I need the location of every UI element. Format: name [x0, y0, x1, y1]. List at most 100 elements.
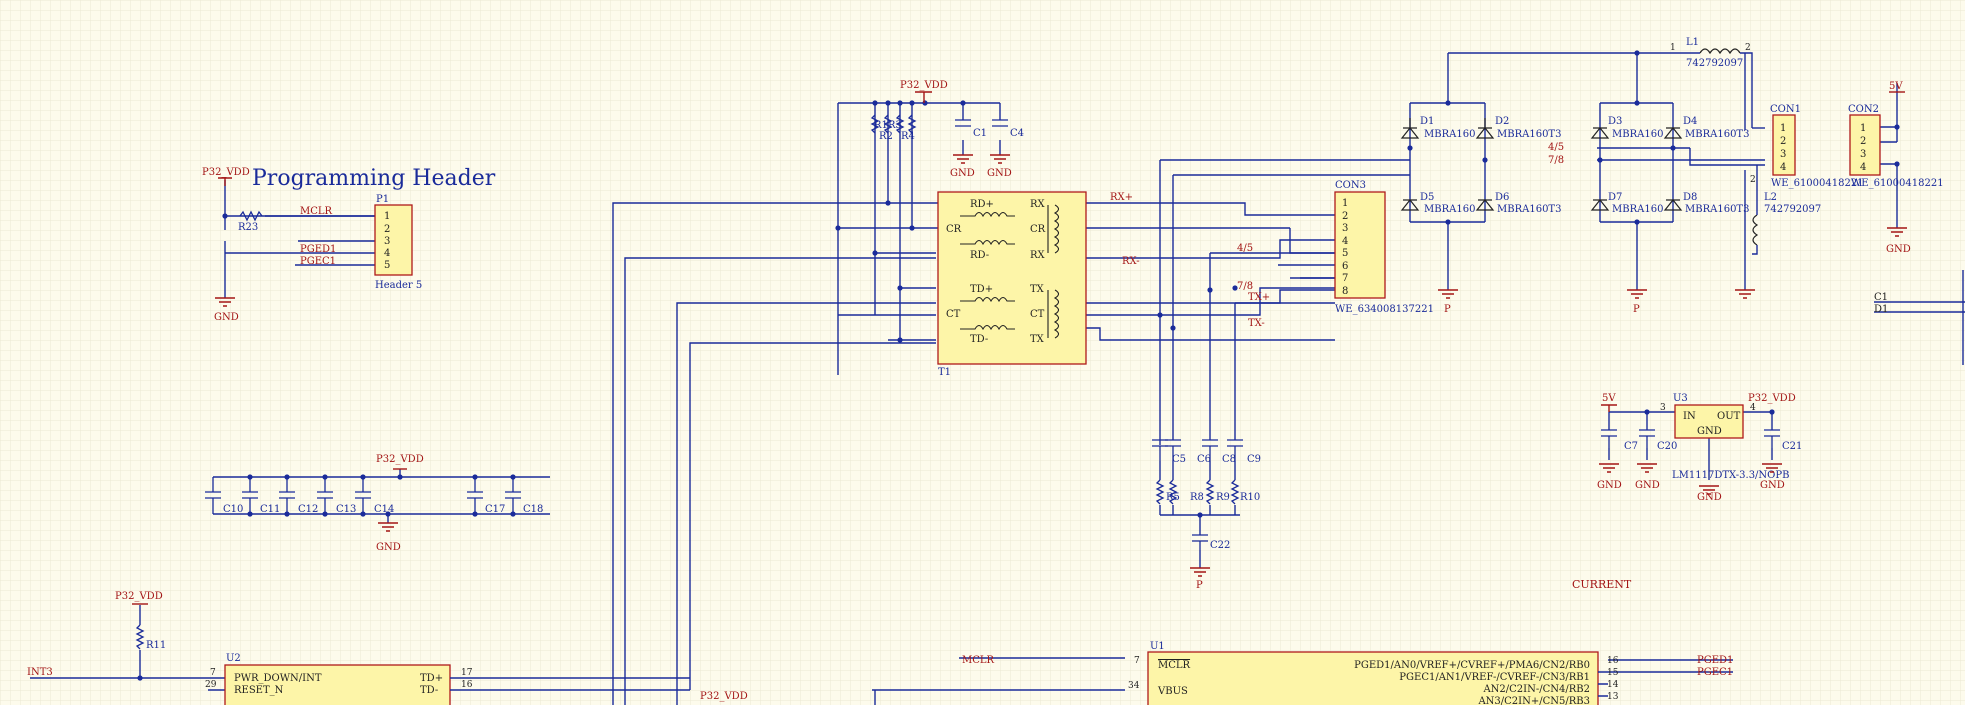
u3-pin-out: OUT: [1717, 411, 1741, 422]
diode-d4-value: MBRA160T3: [1685, 129, 1749, 140]
u1-pin-num-rb0: 16: [1607, 656, 1619, 666]
p-label-c22: P: [1196, 580, 1203, 591]
con2-pin-1: 1: [1860, 123, 1866, 134]
r11-zigzag: [135, 624, 145, 650]
net-label-mclr-prog: MCLR: [300, 206, 333, 217]
u1-pin-mclr: MCLR: [1158, 660, 1191, 671]
t1-ref: T1: [938, 367, 951, 378]
u3-ref: U3: [1673, 393, 1688, 404]
con1-pin-1: 1: [1780, 123, 1786, 134]
net-label-pgec1-u1: PGEC1: [1697, 667, 1733, 678]
diode-d5-ref: D5: [1420, 192, 1434, 203]
res-r11: R11: [146, 640, 166, 651]
net-label-rxm: RX-: [1122, 256, 1140, 267]
u2-pin-reset: RESET_N: [234, 685, 284, 696]
u1-pin-num-vbus: 34: [1128, 681, 1140, 691]
gnd-symbol-prog: [215, 297, 235, 307]
con3-connector: CON3 1 2 3 4 5 6 7 8 WE_634008137221: [1334, 180, 1434, 315]
u1-pin-rb3: AN3/C2IN+/CN5/RB3: [1477, 696, 1590, 705]
gnd-label-decoup: GND: [376, 542, 401, 553]
t1-pin-tdp: TD+: [970, 284, 993, 295]
res-r5: R5: [1166, 492, 1180, 503]
net-label-rxp: RX+: [1110, 192, 1133, 203]
mcu-u1: U1 MCLR 7 34 MCLR VBUS PGED1/AN0/VREF+/C…: [962, 641, 1733, 705]
cap-c7: C7: [1624, 441, 1638, 452]
u1-pin-rb1: PGEC1/AN1/VREF-/CVREF-/CN3/RB1: [1399, 672, 1590, 683]
con2-ref: CON2: [1848, 104, 1879, 115]
con1-pin-4: 4: [1780, 162, 1786, 173]
l1-pin1: 1: [1670, 43, 1676, 53]
con2-pin-4: 4: [1860, 162, 1866, 173]
net-label-int3: INT3: [27, 667, 53, 678]
u1-ref: U1: [1150, 641, 1165, 652]
diode-d2-value: MBRA160T3: [1497, 129, 1561, 140]
net-label-78-con3: 7/8: [1237, 281, 1253, 292]
p1-pin-5: 5: [384, 260, 390, 271]
con1-pin-2: 2: [1780, 136, 1786, 147]
con3-pin-2: 2: [1342, 211, 1348, 222]
u2-ref: U2: [226, 653, 241, 664]
p-symbol-c22: [1190, 567, 1210, 577]
diode-d8-value: MBRA160T3: [1685, 204, 1749, 215]
u2-pin-num-tdm: 16: [461, 680, 473, 690]
u1-pin-num-mclr: 7: [1134, 656, 1140, 666]
diode-d3-value: MBRA160: [1612, 129, 1663, 140]
con3-pin-5: 5: [1342, 248, 1348, 259]
t1-pin-ct: CT: [946, 309, 961, 320]
l1-ref: L1: [1686, 37, 1699, 48]
programming-header: P32_VDD R23 MCLR PGED1 PGEC1 GND P1 1 2 …: [202, 167, 422, 323]
u2-pin-tdp: TD+: [420, 673, 443, 684]
l2-pin: 2: [1750, 175, 1756, 185]
diode-d4-ref: D4: [1683, 116, 1697, 127]
con3-pin-3: 3: [1342, 223, 1348, 234]
cap-c14: C14: [374, 504, 394, 515]
con1-body: [1772, 114, 1796, 176]
p1-pin-3: 3: [384, 236, 390, 247]
cap-c17: C17: [485, 504, 505, 515]
cap-c12: C12: [298, 504, 318, 515]
u1-pin-num-rb2: 14: [1607, 680, 1619, 690]
t1-pin-tx2: TX: [1030, 334, 1045, 345]
u2-body: [224, 664, 451, 705]
diode-d7-value: MBRA160: [1612, 204, 1663, 215]
diode-d6-value: MBRA160T3: [1497, 204, 1561, 215]
t1-pin-cr2: CR: [1030, 224, 1046, 235]
res-r10: R10: [1240, 492, 1260, 503]
net-label-p32vdd-r11: P32_VDD: [115, 591, 163, 602]
u2-pin-num-tdp: 17: [461, 668, 473, 678]
u1-pin-rb2: AN2/C2IN-/CN4/RB2: [1482, 684, 1590, 695]
cap-c13: C13: [336, 504, 356, 515]
bias-network: P32_VDD R1 R2 R3 R4 C1 C4 GND GND: [870, 80, 1024, 179]
diode-d8-ref: D8: [1683, 192, 1697, 203]
u3-pin-num-in: 3: [1660, 403, 1666, 413]
con3-ref: CON3: [1335, 180, 1366, 191]
net-label-5v-ldo: 5V: [1602, 393, 1616, 404]
power-connectors: CON1 1 2 3 4 WE_61000418221 CON2 1 2 3 4…: [1770, 81, 1944, 315]
gnd-label-c4: GND: [987, 168, 1012, 179]
l2-ref: L2: [1764, 192, 1777, 203]
bridge-rectifiers: D1 MBRA160 D2 MBRA160T3 D5 MBRA160 D6 MB…: [1400, 37, 1821, 315]
diode-d2-ref: D2: [1495, 116, 1509, 127]
con2-pin-2: 2: [1860, 136, 1866, 147]
termination-network: C5 C6 C8 C9 R5 R8 R9 R10 C22 P: [1152, 439, 1261, 591]
res-r8: R8: [1190, 492, 1204, 503]
res-r3: R3: [888, 120, 902, 131]
net-label-p32vdd-ldo: P32_VDD: [1748, 393, 1796, 404]
diode-d5-value: MBRA160: [1424, 204, 1475, 215]
u2-pin-num-reset: 29: [205, 680, 217, 690]
l1-coil: [1699, 48, 1741, 55]
l1-pin2: 2: [1745, 43, 1751, 53]
u1-body: [1147, 651, 1599, 705]
phy-u2: P32_VDD R11 INT3 U2 PWR_DOWN/INT RESET_N…: [27, 591, 748, 705]
ldo-regulator: U3 IN OUT GND 3 4 LM1117DTX-3.3/NOPB 5V …: [1597, 393, 1802, 503]
cap-c8: C8: [1222, 454, 1236, 465]
gnd-label-c1: GND: [950, 168, 975, 179]
cap-c18: C18: [523, 504, 543, 515]
gnd-label-con2: GND: [1886, 244, 1911, 255]
p1-ref: P1: [376, 194, 389, 205]
l1-value: 742792097: [1686, 58, 1743, 69]
net-label-p32vdd-prog: P32_VDD: [202, 167, 250, 178]
t1-transformer: T1 RD+ CR RD- TD+ CT TD- RX CR RX TX CT …: [937, 191, 1270, 378]
cap-c6: C6: [1197, 454, 1211, 465]
gnd-label-c7: GND: [1597, 480, 1622, 491]
